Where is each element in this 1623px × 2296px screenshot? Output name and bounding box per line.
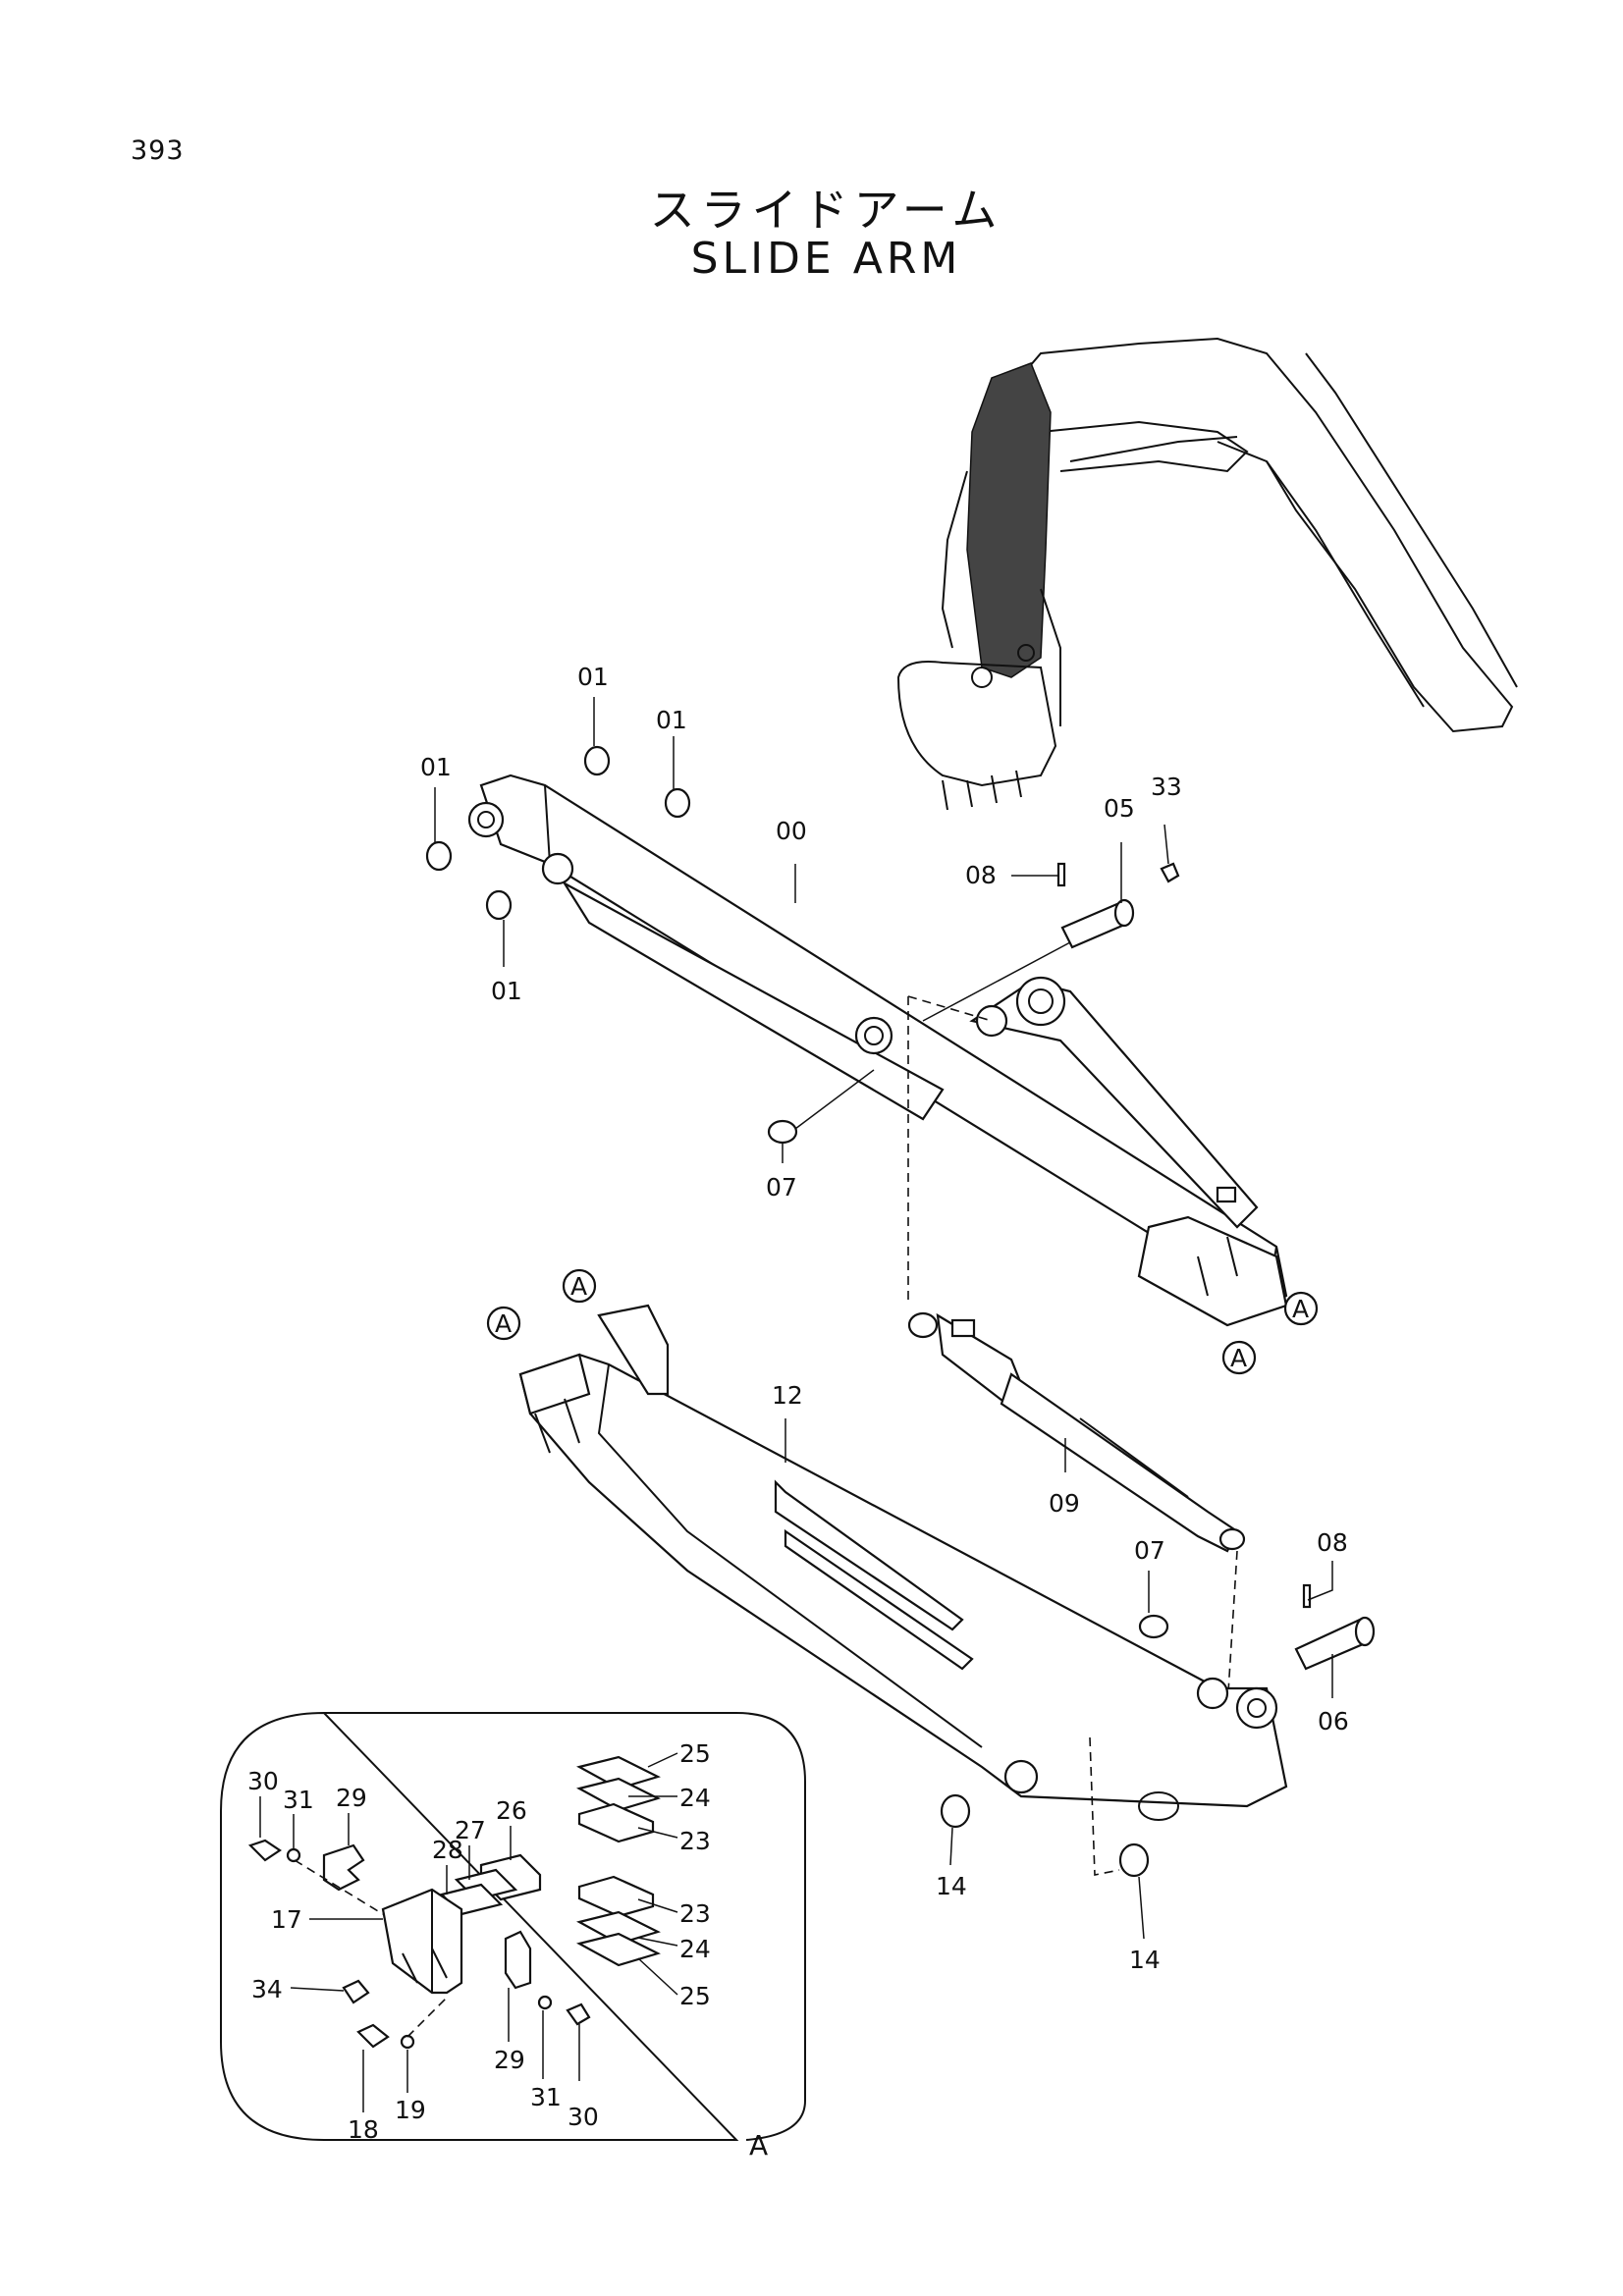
bushing-group-01 <box>425 745 691 921</box>
callout-25-top: 25 <box>679 1739 711 1768</box>
callout-23-top: 23 <box>679 1827 711 1855</box>
callout-12: 12 <box>772 1381 803 1410</box>
callout-28: 28 <box>432 1836 463 1864</box>
callout-08-upper: 08 <box>965 861 997 889</box>
callout-27: 27 <box>455 1816 486 1844</box>
callout-14-right: 14 <box>1129 1946 1161 1974</box>
marker-a-2: A <box>1230 1344 1247 1372</box>
marker-a-group: A A A A <box>486 1268 1319 1375</box>
callout-07-upper: 07 <box>766 1173 797 1201</box>
callout-01-left: 01 <box>420 753 452 781</box>
bushing-14-right <box>1118 1842 1150 1878</box>
pin-assembly-lower <box>1294 1583 1376 1671</box>
cap-07-upper <box>767 1119 798 1145</box>
callout-06: 06 <box>1318 1707 1349 1735</box>
callout-33: 33 <box>1151 773 1182 801</box>
callout-18: 18 <box>348 2115 379 2144</box>
callout-29-bottom: 29 <box>494 2046 525 2074</box>
callout-08-lower: 08 <box>1317 1528 1348 1557</box>
marker-a-4: A <box>495 1309 512 1338</box>
page-number: 393 <box>131 135 185 166</box>
detail-label-a: A <box>749 2129 768 2162</box>
title-english: SLIDE ARM <box>690 234 962 284</box>
callout-00: 00 <box>776 817 807 845</box>
title-japanese: スライドアーム <box>649 184 1003 237</box>
callout-31-top: 31 <box>283 1786 314 1814</box>
detail-view-a <box>220 1711 806 2141</box>
cap-07-lower <box>1138 1614 1169 1639</box>
bushing-14-left <box>940 1793 971 1829</box>
callout-01-top: 01 <box>577 663 609 691</box>
callout-29-top: 29 <box>336 1784 367 1812</box>
marker-a-1: A <box>1292 1295 1309 1323</box>
marker-a-3: A <box>570 1272 587 1301</box>
slide-cylinder <box>907 1311 1246 1553</box>
callout-01-bottom: 01 <box>491 977 522 1005</box>
pin-assembly-upper <box>922 862 1180 1022</box>
callout-01-right: 01 <box>656 706 687 734</box>
excavator-overview <box>896 337 1518 811</box>
callout-24-top: 24 <box>679 1784 711 1812</box>
callout-30-top: 30 <box>247 1767 279 1795</box>
callout-07-lower: 07 <box>1134 1536 1165 1565</box>
callout-09: 09 <box>1049 1489 1080 1518</box>
slide-arm-inner <box>518 1304 1288 1821</box>
callout-17: 17 <box>271 1905 302 1934</box>
callout-34: 34 <box>251 1975 283 2003</box>
callout-26: 26 <box>496 1796 527 1825</box>
callout-19: 19 <box>395 2096 426 2124</box>
leader-lines <box>434 697 1333 1940</box>
callout-24-bottom: 24 <box>679 1935 711 1963</box>
slide-arm-outer <box>467 774 1288 1327</box>
callout-14-left: 14 <box>936 1872 967 1900</box>
callout-31-bottom: 31 <box>530 2083 562 2111</box>
callout-23-bottom: 23 <box>679 1899 711 1928</box>
callout-25-bottom: 25 <box>679 1982 711 2010</box>
callout-30-bottom: 30 <box>568 2103 599 2131</box>
callout-05: 05 <box>1104 794 1135 823</box>
